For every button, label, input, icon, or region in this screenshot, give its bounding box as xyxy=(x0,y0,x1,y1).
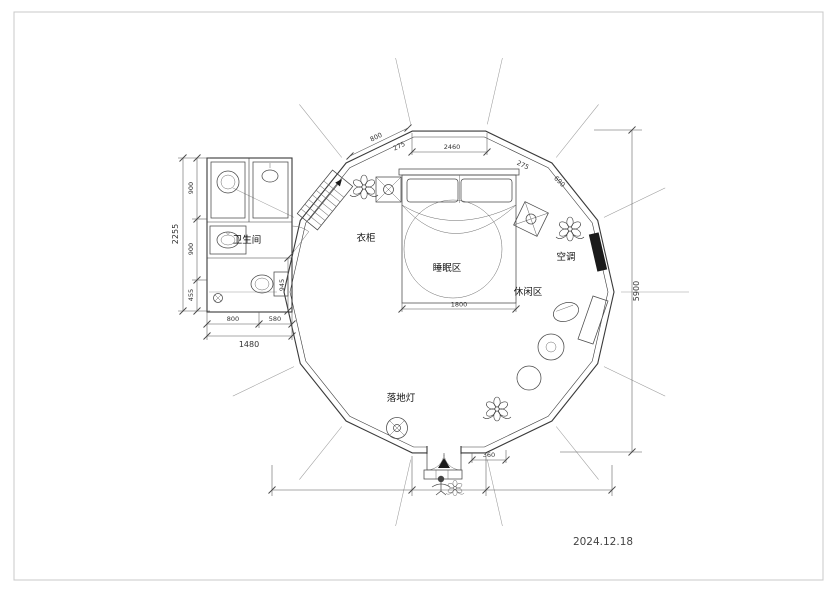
dim-top-seg1: 800 xyxy=(369,131,384,144)
bed xyxy=(398,168,520,304)
dim-top-seg4: 690 xyxy=(552,174,566,188)
dim-left-total: 2255 xyxy=(171,224,180,244)
projection-rays xyxy=(209,57,689,527)
dim-overall-height: 5900 xyxy=(632,281,641,301)
desk xyxy=(577,295,609,345)
floor-lamp-icon xyxy=(386,417,408,439)
bathroom xyxy=(206,157,309,313)
chair xyxy=(553,302,579,322)
bed-canopy xyxy=(401,199,517,299)
dim-left-seg1: 900 xyxy=(187,182,195,194)
dimensions: 900 900 455 2255 800 580 1480 945 800 27… xyxy=(171,124,642,496)
floor-drain-icon xyxy=(213,293,223,303)
round-table xyxy=(537,333,565,361)
dim-bath-seg1: 800 xyxy=(227,315,239,323)
label-wardrobe: 衣柜 xyxy=(356,232,376,244)
table-lamp-icon xyxy=(525,213,537,225)
plant-icon xyxy=(445,480,465,496)
air-conditioner-unit xyxy=(588,232,608,272)
dim-top-center: 2460 xyxy=(444,143,461,151)
tent-wall xyxy=(283,130,615,454)
dim-left-seg3: 455 xyxy=(187,289,195,301)
dim-bath-side: 945 xyxy=(278,279,286,291)
date-stamp: 2024.12.18 xyxy=(573,536,633,548)
dim-top-seg3: 275 xyxy=(516,159,531,172)
plant-icon xyxy=(482,396,512,422)
entry-arrow-icon xyxy=(438,458,450,468)
label-air-conditioner: 空调 xyxy=(556,251,575,263)
label-sleeping-area: 睡眠区 xyxy=(433,262,462,274)
dim-bath-seg2: 580 xyxy=(269,315,281,323)
label-bathroom: 卫生间 xyxy=(233,234,262,246)
nightstand-left xyxy=(375,176,402,203)
person-figure xyxy=(431,475,451,496)
leisure-furniture xyxy=(516,295,609,391)
vanity-sink-icon xyxy=(209,225,247,255)
plant-icon xyxy=(349,174,379,200)
toilet-icon xyxy=(250,271,289,297)
label-floor-lamp: 落地灯 xyxy=(387,392,416,404)
washing-machine-icon xyxy=(210,161,246,219)
bathroom-door xyxy=(291,225,309,255)
sink-icon xyxy=(252,161,289,219)
chair xyxy=(516,365,542,391)
dim-entry-width: 360 xyxy=(483,451,495,459)
dim-bath-total: 1480 xyxy=(239,340,259,349)
headboard xyxy=(398,168,520,176)
pillow xyxy=(406,178,459,203)
wardrobe xyxy=(296,169,354,231)
entrance xyxy=(423,444,463,496)
dim-bed-width: 1800 xyxy=(451,301,468,309)
plant-icon xyxy=(555,216,585,242)
label-leisure-area: 休闲区 xyxy=(514,286,543,298)
dim-left-seg2: 900 xyxy=(187,243,195,255)
drawing-border xyxy=(13,11,824,581)
table-lamp-icon xyxy=(383,184,394,195)
pillow xyxy=(460,178,513,203)
direction-arrow-icon xyxy=(335,179,342,187)
nightstand-right xyxy=(513,201,549,237)
